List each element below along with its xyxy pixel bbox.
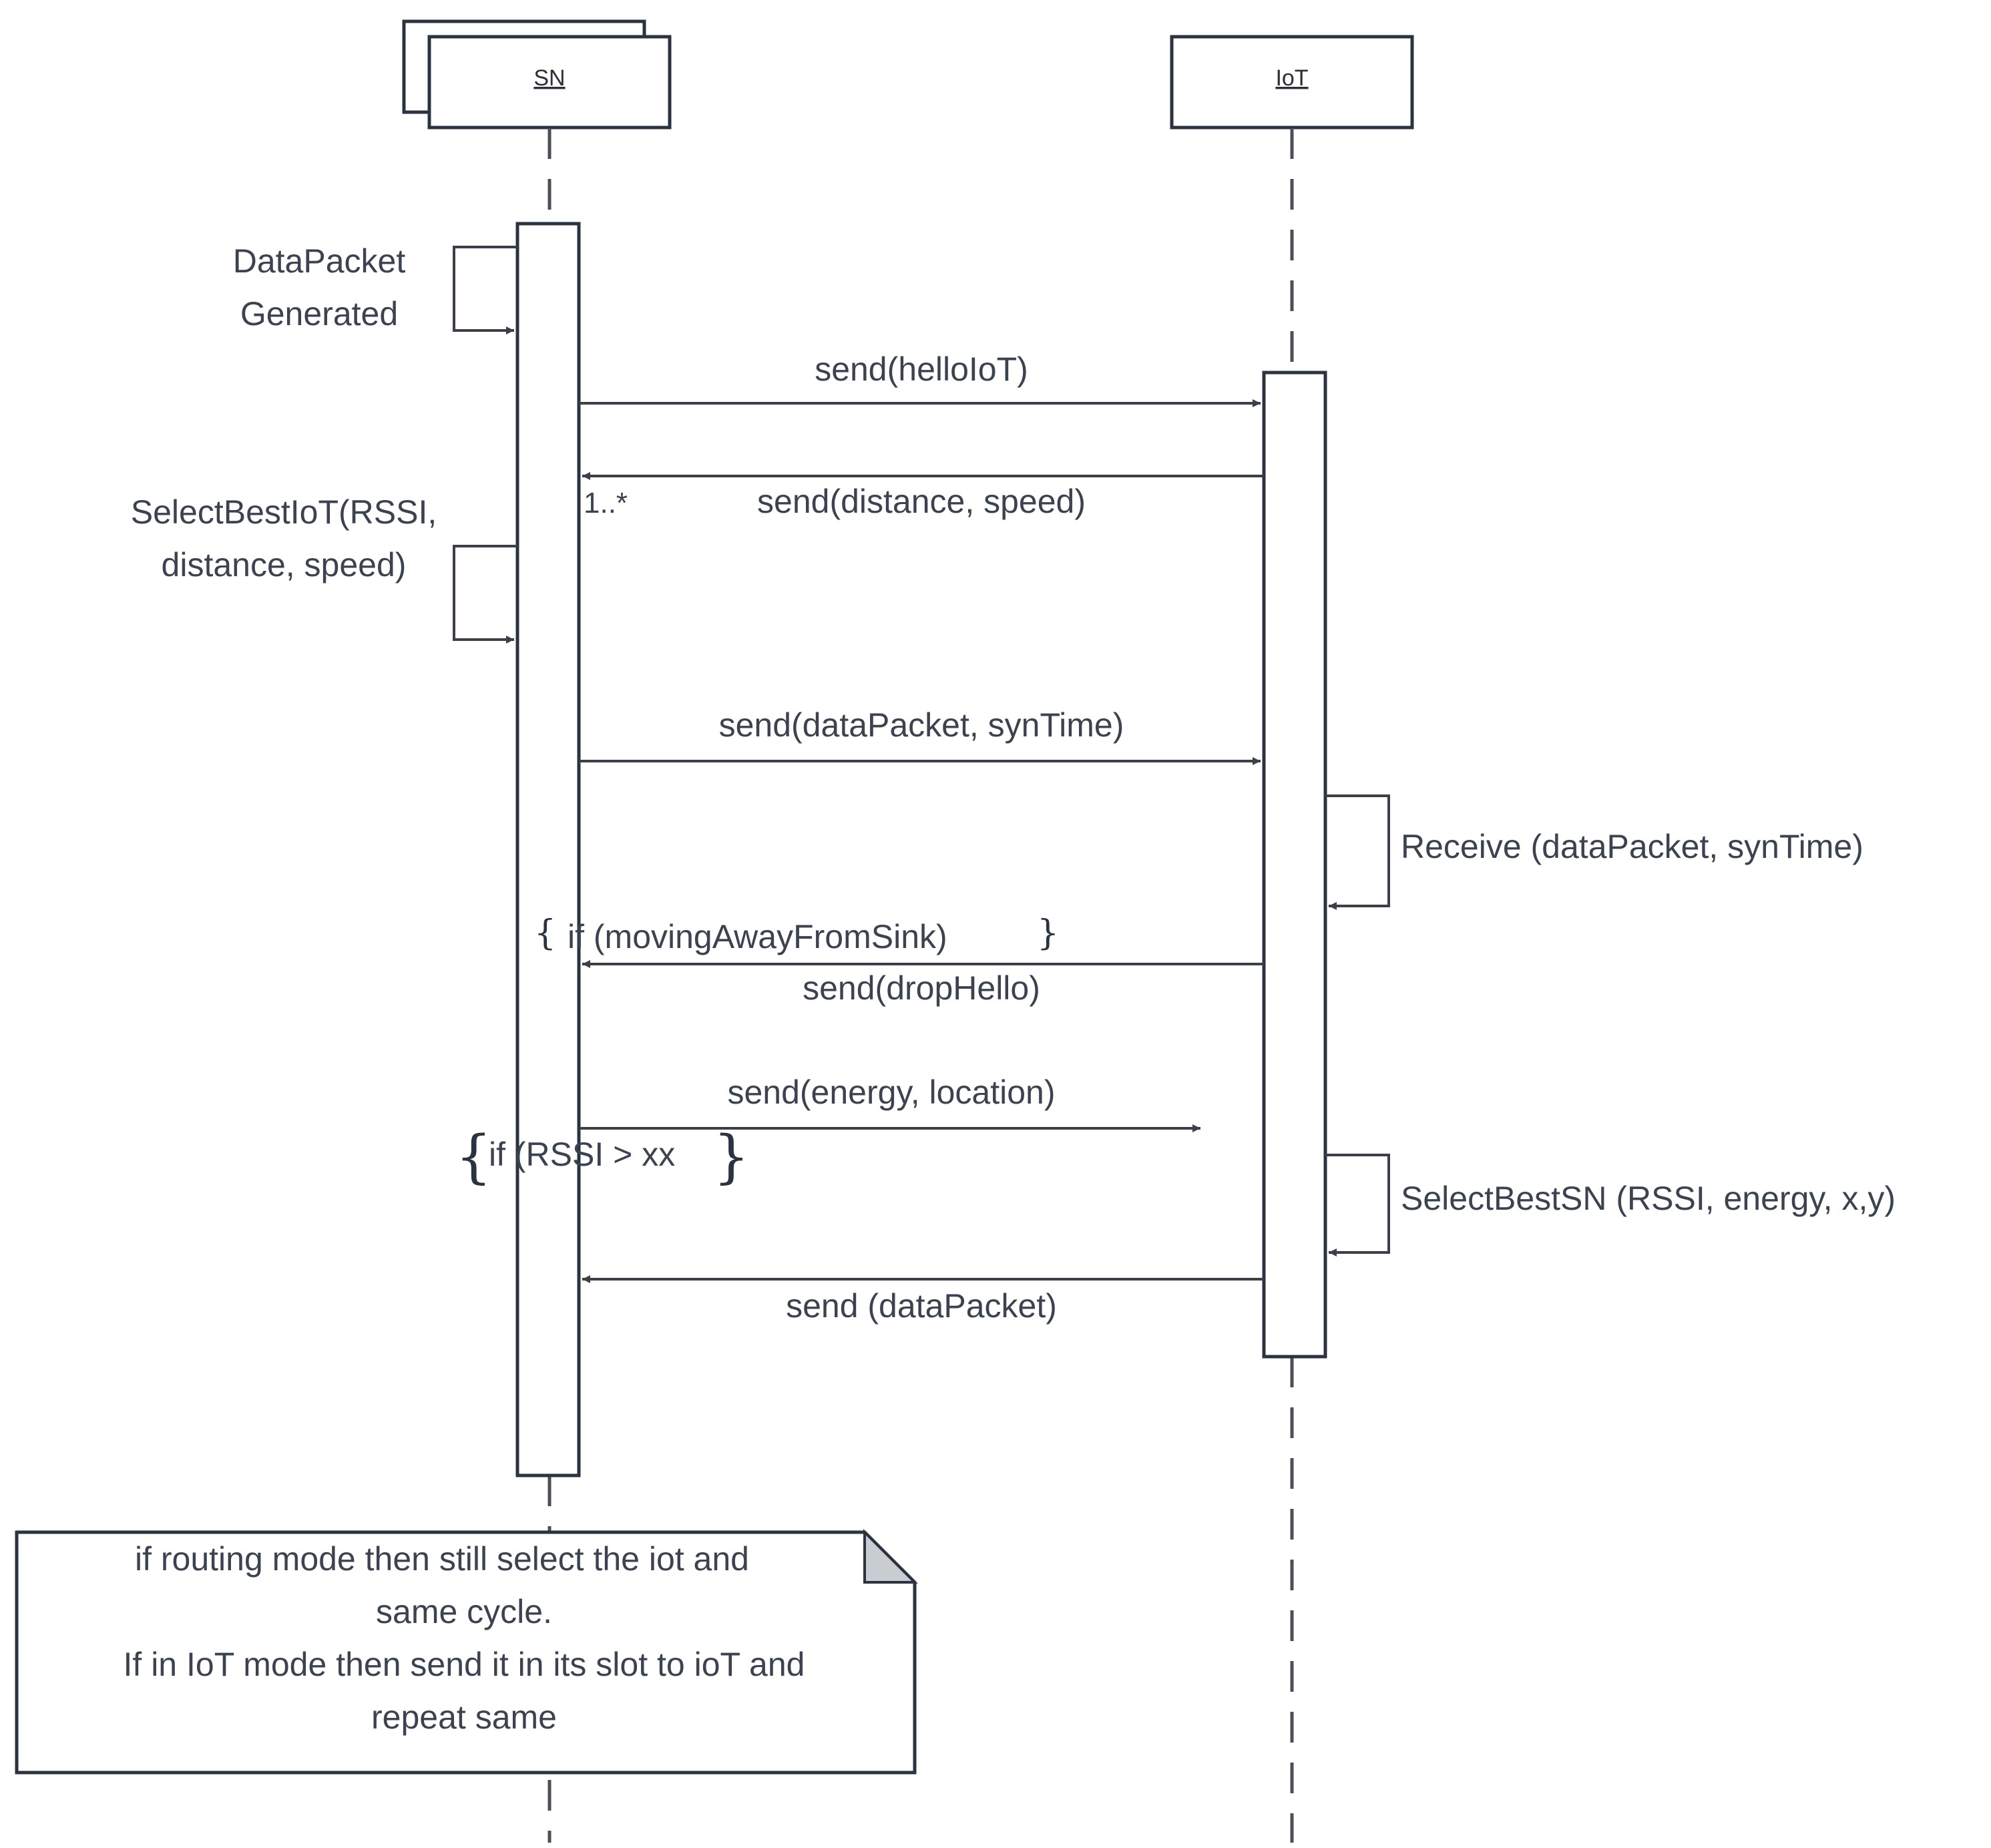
select-best-sn-label: SelectBestSN (RSSI, energy, x,y) bbox=[1401, 1180, 1896, 1217]
self-message-select-best-iot: SelectBestIoT(RSSI, distance, speed) bbox=[131, 493, 517, 644]
lifeline-sn-head: SN bbox=[402, 19, 672, 130]
self-message-select-best-sn: SelectBestSN (RSSI, energy, x,y) bbox=[1325, 1154, 1896, 1256]
guard-rssi-label: if (RSSI > xx bbox=[489, 1136, 675, 1173]
multiplicity-label: 1..* bbox=[584, 487, 628, 519]
note-fold-icon bbox=[863, 1529, 918, 1584]
send-hello-iot-label: send(helloIoT) bbox=[815, 351, 1028, 388]
note: if routing mode then still select the io… bbox=[15, 1529, 918, 1775]
message-send-energy-location: send(energy, location) { if (RSSI > xx } bbox=[455, 1074, 1200, 1190]
select-best-iot-line1: SelectBestIoT(RSSI, bbox=[131, 493, 437, 531]
receive-label: Receive (dataPacket, synTime) bbox=[1401, 828, 1863, 865]
note-line-2: same cycle. bbox=[376, 1593, 552, 1630]
lifeline-iot-label: IoT bbox=[1275, 65, 1308, 91]
lifeline-sn-label: SN bbox=[533, 65, 565, 91]
message-send-hello-iot: send(helloIoT) bbox=[579, 351, 1261, 407]
send-drop-hello-label: send(dropHello) bbox=[803, 969, 1040, 1007]
send-energy-location-label: send(energy, location) bbox=[727, 1074, 1055, 1111]
message-send-datapacket-syntime: send(dataPacket, synTime) bbox=[579, 706, 1261, 765]
datapacket-generated-line2: Generated bbox=[240, 295, 398, 332]
send-distance-speed-label: send(distance, speed) bbox=[757, 483, 1086, 520]
activation-bar-sn bbox=[515, 222, 581, 1477]
guard-rssi-open-brace-icon: { bbox=[455, 1124, 492, 1190]
guard-open-brace-icon: { bbox=[534, 913, 556, 953]
message-send-datapacket: send (dataPacket) bbox=[582, 1275, 1264, 1325]
message-send-distance-speed: send(distance, speed) 1..* bbox=[582, 472, 1264, 520]
message-send-drop-hello: { if (movingAwayFromSink) } send(dropHel… bbox=[534, 913, 1264, 1007]
guard-close-brace-icon: } bbox=[1037, 913, 1059, 953]
send-datapacket-syntime-label: send(dataPacket, synTime) bbox=[719, 706, 1124, 744]
self-message-receive: Receive (dataPacket, synTime) bbox=[1325, 794, 1863, 910]
lifeline-iot-head: IoT bbox=[1170, 35, 1414, 130]
note-line-3: If in IoT mode then send it in its slot … bbox=[124, 1646, 805, 1683]
guard-moving-away-label: if (movingAwayFromSink) bbox=[568, 918, 947, 955]
self-message-datapacket-generated: DataPacket Generated bbox=[233, 242, 517, 334]
guard-rssi-close-brace-icon: } bbox=[713, 1124, 750, 1190]
select-best-iot-line2: distance, speed) bbox=[162, 546, 407, 584]
note-line-1: if routing mode then still select the io… bbox=[135, 1540, 749, 1578]
send-datapacket-label: send (dataPacket) bbox=[786, 1287, 1057, 1325]
datapacket-generated-line1: DataPacket bbox=[233, 242, 406, 280]
note-line-4: repeat same bbox=[371, 1698, 557, 1736]
activation-bar-iot bbox=[1262, 371, 1327, 1359]
